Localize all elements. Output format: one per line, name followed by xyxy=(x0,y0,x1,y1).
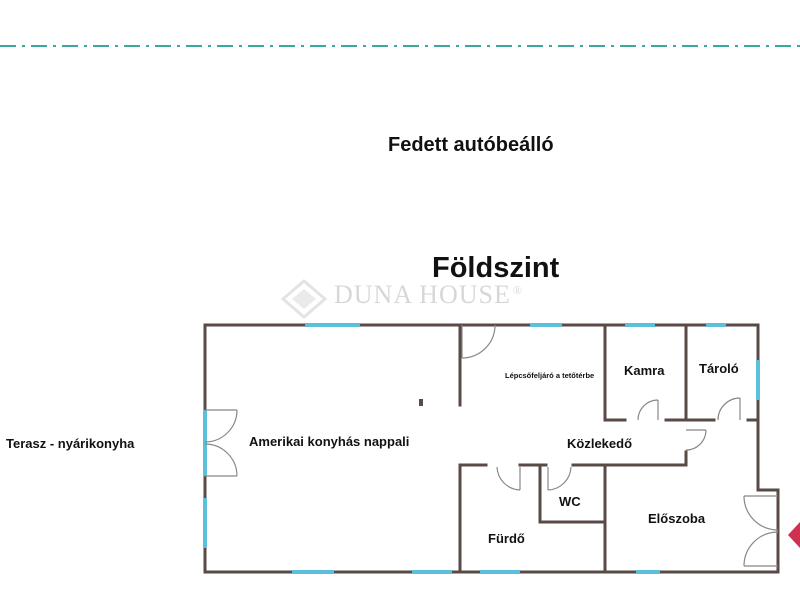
storage-label: Tároló xyxy=(699,361,739,376)
stairs-door xyxy=(461,324,496,359)
bathroom-label: Fürdő xyxy=(488,531,525,546)
watermark-brand: DUNA HOUSE xyxy=(334,280,511,309)
floor-title: Földszint xyxy=(432,252,560,284)
pantry-label: Kamra xyxy=(624,363,665,378)
carport-label: Fedett autóbeálló xyxy=(388,134,554,156)
stairs-label: Lépcsőfeljáró a tetőtérbe xyxy=(505,371,595,380)
inner-walls xyxy=(458,323,760,574)
wc-door xyxy=(547,466,572,491)
hall-label: Előszoba xyxy=(648,511,706,526)
entrance-door xyxy=(743,495,779,567)
corridor-label: Közlekedő xyxy=(567,436,633,451)
living-room-label: Amerikai konyhás nappali xyxy=(249,434,410,449)
terrace-door xyxy=(204,409,238,477)
hall-door xyxy=(685,429,707,451)
bathroom-door xyxy=(496,466,521,491)
watermark-registered-mark: ® xyxy=(512,282,523,297)
wc-label: WC xyxy=(559,494,581,509)
column-marker xyxy=(419,399,423,406)
storage-door xyxy=(717,397,741,421)
pantry-door xyxy=(637,399,659,421)
watermark: DUNA HOUSE ® xyxy=(284,280,523,310)
terrace-label: Terasz - nyárikonyha xyxy=(6,436,135,451)
entrance-arrow-icon xyxy=(788,522,800,548)
watermark-logo-icon xyxy=(280,279,328,319)
windows xyxy=(203,323,760,574)
